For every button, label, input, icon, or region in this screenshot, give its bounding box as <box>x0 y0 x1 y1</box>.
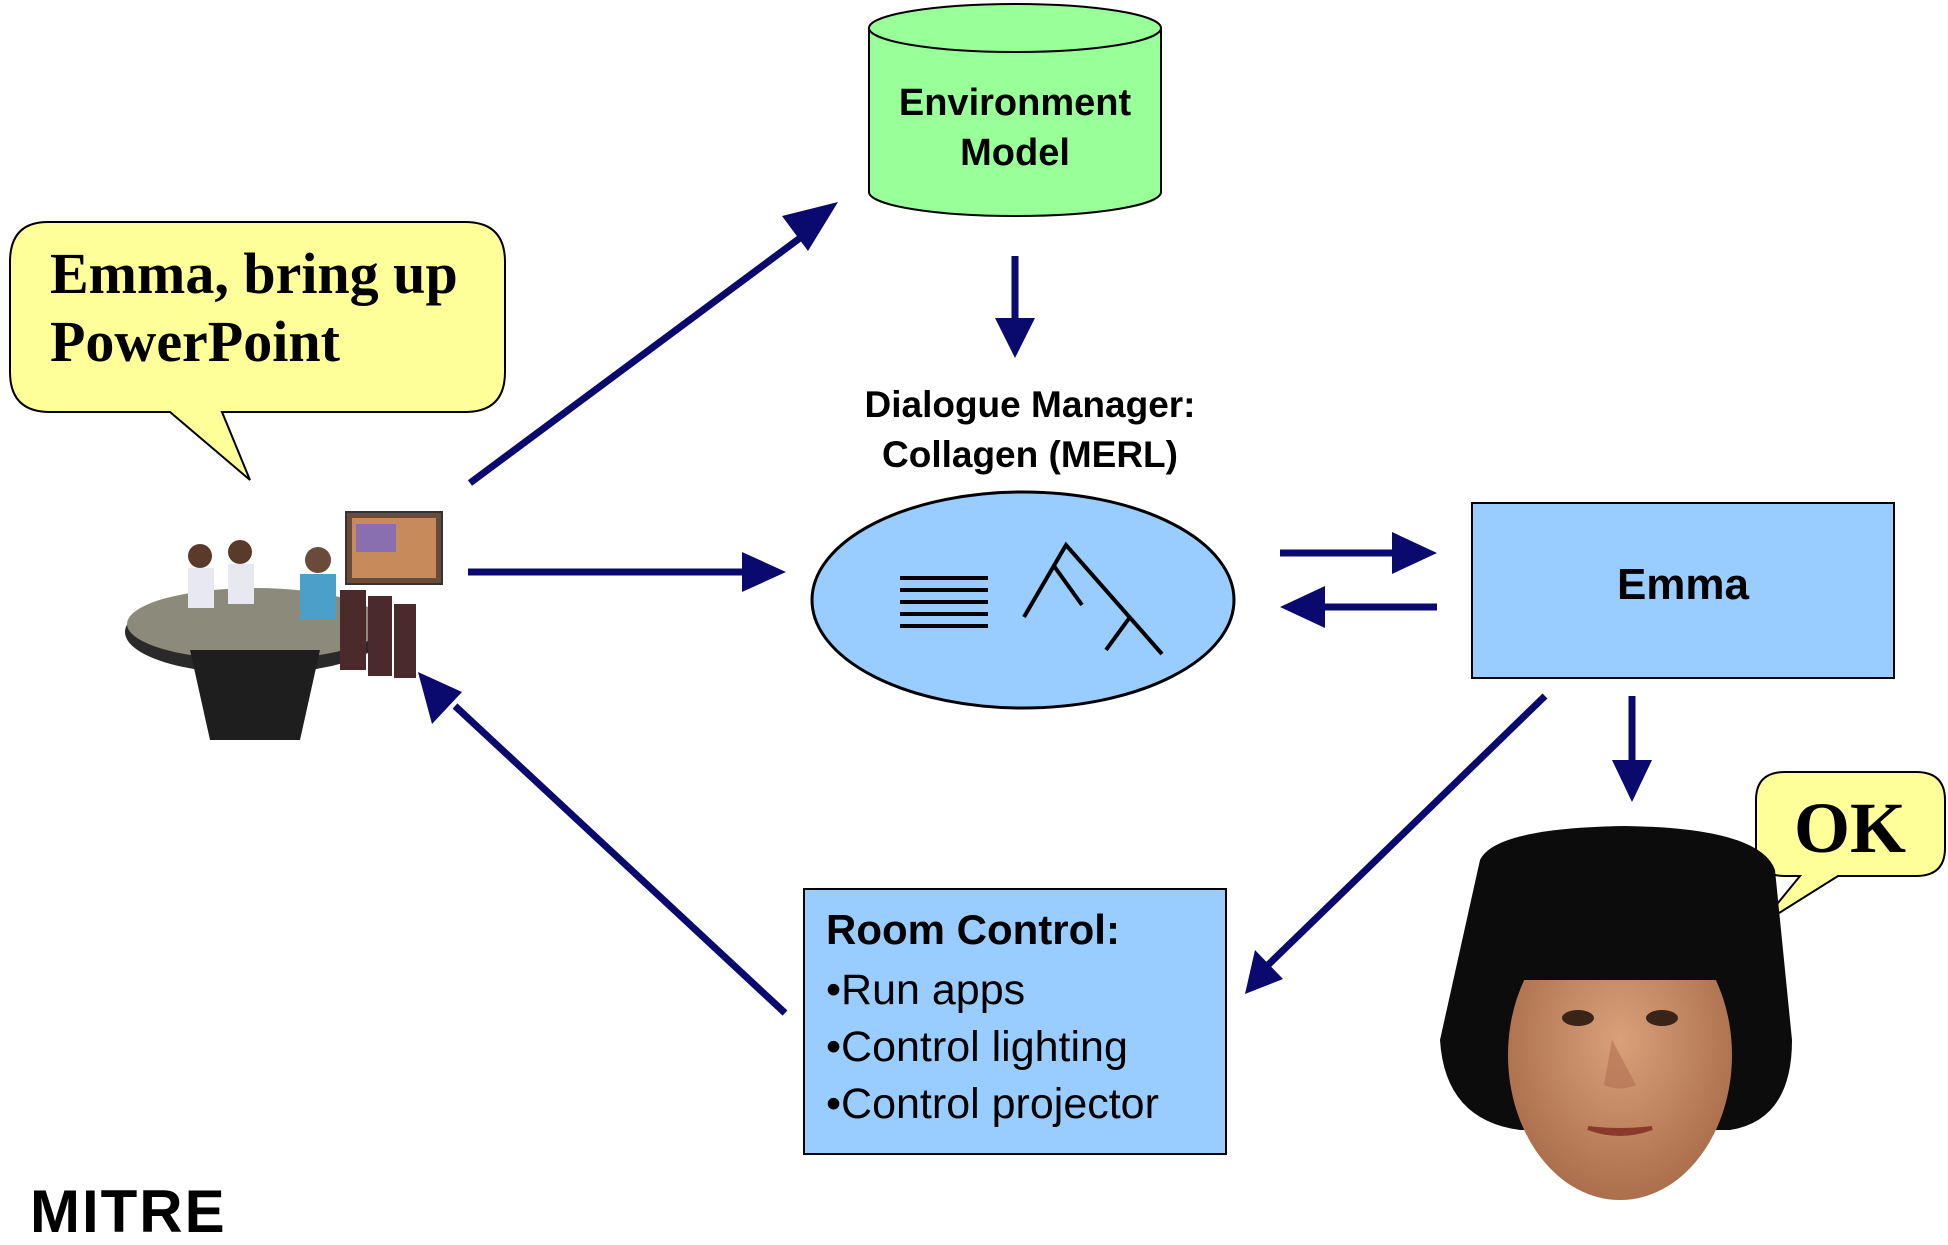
agent-speech-bubble <box>1755 771 1946 926</box>
tree-icon <box>1022 541 1164 656</box>
arrows <box>418 202 1652 1016</box>
meeting-room-illustration <box>125 511 443 740</box>
dialogue-manager-line2: Collagen (MERL) <box>882 434 1178 475</box>
room-control-item: •Control lighting <box>826 1023 1128 1071</box>
emma-label: Emma <box>1616 560 1750 609</box>
dialogue-manager-line1: Dialogue Manager: <box>864 384 1196 425</box>
room-control-list: •Run apps •Control lighting •Control pro… <box>826 962 1159 1133</box>
arrow-emma-to-dialogue <box>1280 586 1437 628</box>
diagram-canvas <box>9 3 1946 1200</box>
room-control-title: Room Control: <box>826 906 1120 953</box>
room-control-item: •Control projector <box>826 1080 1159 1128</box>
dialogue-manager-ellipse <box>810 490 1236 710</box>
arrow-people-to-dialogue <box>468 552 786 592</box>
environment-model-line2: Model <box>960 132 1070 174</box>
stack-lines-icon <box>900 576 988 628</box>
agent-speech-text: OK <box>1793 788 1906 868</box>
mitre-logo: MITRE <box>30 1178 227 1245</box>
environment-model-database <box>868 3 1162 217</box>
arrow-dialogue-to-emma <box>1280 532 1437 574</box>
environment-model-label: Environment Model <box>865 78 1165 178</box>
arrow-emma-to-room-control <box>1245 693 1548 994</box>
dialogue-manager-caption: Dialogue Manager: Collagen (MERL) <box>800 380 1260 480</box>
room-control-item: •Run apps <box>826 966 1026 1014</box>
arrow-to-environment-model <box>467 202 838 486</box>
user-speech-line2: PowerPoint <box>50 309 340 374</box>
room-control-box <box>803 888 1227 1155</box>
user-speech-bubble <box>9 221 506 481</box>
arrow-emma-to-face <box>1612 696 1652 802</box>
environment-model-line1: Environment <box>898 82 1132 124</box>
user-speech-line1: Emma, bring up <box>50 241 458 306</box>
emma-avatar-face <box>1440 826 1792 1200</box>
user-speech-text: Emma, bring up PowerPoint <box>50 240 490 376</box>
emma-box <box>1471 502 1895 679</box>
arrow-model-to-dialogue <box>995 256 1035 358</box>
arrow-room-control-to-people <box>418 672 788 1016</box>
